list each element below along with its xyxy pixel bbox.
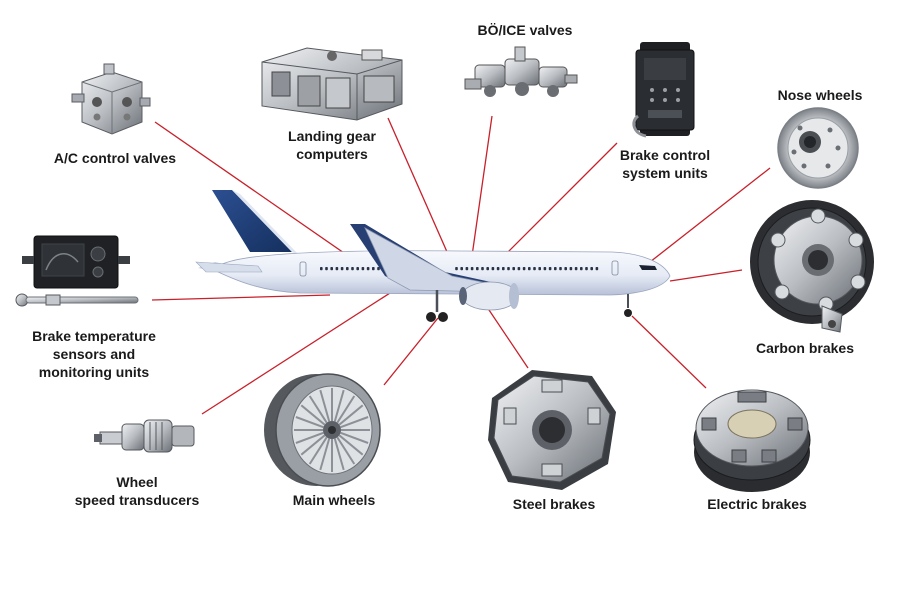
- nose-wheel-icon: [777, 107, 859, 189]
- cabin-window: [595, 267, 599, 271]
- cabin-window: [486, 267, 489, 271]
- leader-carbon-brakes: [669, 269, 743, 282]
- cabin-window: [455, 267, 458, 271]
- valve-block-icon: [71, 63, 151, 135]
- wheel-spoke: [319, 438, 331, 471]
- leader-electric-brakes: [631, 315, 707, 389]
- leader-boice-valves: [469, 115, 493, 271]
- cabin-window: [528, 267, 531, 271]
- cabin-window: [580, 267, 583, 271]
- label-wheel-speed-transducers: Wheel speed transducers: [74, 474, 200, 508]
- cabin-window: [533, 267, 536, 271]
- cabin-window: [361, 267, 365, 271]
- leader-landing-gear-computers: [387, 117, 456, 271]
- cabin-window: [346, 267, 349, 271]
- cabin-window: [340, 267, 344, 271]
- label-ac-control-valves: A/C control valves: [53, 150, 177, 166]
- temperature-monitor-icon: [22, 235, 130, 289]
- control-box-icon: [632, 42, 695, 138]
- cabin-window: [460, 267, 463, 271]
- wheel-spoke: [308, 395, 328, 424]
- cabin-window: [372, 267, 375, 271]
- cabin-window: [548, 267, 552, 271]
- wheel-spoke: [295, 431, 324, 444]
- label-brake-control-units: Brake control system units: [619, 147, 711, 181]
- leader-wheel-speed-transducers: [201, 283, 405, 415]
- label-brake-temp-sensors: Brake temperature sensors and monitoring…: [32, 328, 156, 380]
- wheel-spoke: [300, 404, 326, 426]
- leader-main-wheels: [383, 317, 439, 386]
- cabin-window: [564, 267, 567, 271]
- cabin-window: [330, 267, 333, 271]
- label-boice-valves: BÖ/ICE valves: [477, 22, 573, 38]
- cabin-window: [470, 267, 474, 271]
- cabin-window: [554, 267, 557, 271]
- cabin-window: [351, 267, 354, 271]
- wheel-spoke: [319, 389, 331, 422]
- leader-ac-control-valves: [154, 121, 358, 263]
- cabin-window: [356, 267, 359, 271]
- wheel-spoke: [338, 434, 364, 456]
- leader-nose-wheels: [649, 167, 771, 263]
- carbon-brake-icon: [750, 200, 874, 333]
- leader-steel-brakes: [486, 306, 529, 369]
- electric-brake-icon: [693, 389, 811, 492]
- wheel-spoke: [295, 416, 324, 429]
- wheel-spoke: [338, 404, 364, 426]
- wheel-spoke: [333, 438, 345, 471]
- temperature-probe-icon: [15, 293, 139, 307]
- leader-lines: [151, 115, 771, 415]
- wheel-spoke: [340, 431, 369, 444]
- wheel-spoke: [336, 436, 356, 465]
- cabin-window: [507, 267, 510, 271]
- valve-assembly-icon: [464, 46, 578, 97]
- cabin-window: [543, 267, 547, 271]
- cabin-window: [569, 267, 573, 271]
- cabin-window: [496, 267, 500, 271]
- label-landing-gear-computers: Landing gear computers: [288, 128, 376, 162]
- wheel-spoke: [340, 416, 369, 429]
- transducer-icon: [94, 419, 195, 453]
- wheel-spoke: [336, 395, 356, 424]
- leader-brake-temp-sensors: [151, 294, 331, 301]
- wheel-spoke: [308, 436, 328, 465]
- cabin-window: [590, 267, 593, 271]
- cabin-window: [377, 267, 380, 271]
- airliner-icon: [195, 190, 671, 322]
- steel-brake-icon: [488, 370, 616, 490]
- cabin-window: [559, 267, 562, 271]
- cabin-window: [320, 267, 323, 271]
- label-electric-brakes: Electric brakes: [707, 496, 807, 512]
- cabin-window: [574, 267, 578, 271]
- label-nose-wheels: Nose wheels: [777, 87, 863, 103]
- label-steel-brakes: Steel brakes: [512, 496, 596, 512]
- main-wheel-icon: [264, 373, 381, 487]
- cabin-window: [476, 267, 479, 271]
- cabin-window: [517, 267, 521, 271]
- label-main-wheels: Main wheels: [292, 492, 376, 508]
- computer-module-icon: [261, 47, 403, 121]
- cabin-window: [335, 267, 339, 271]
- label-carbon-brakes: Carbon brakes: [755, 340, 855, 356]
- cabin-window: [366, 267, 370, 271]
- cabin-window: [512, 267, 515, 271]
- cabin-window: [538, 267, 541, 271]
- cabin-window: [502, 267, 505, 271]
- cabin-window: [522, 267, 526, 271]
- cabin-window: [491, 267, 495, 271]
- cabin-window: [585, 267, 588, 271]
- cabin-window: [325, 267, 328, 271]
- wheel-spoke: [300, 434, 326, 456]
- wheel-spoke: [333, 389, 345, 422]
- cabin-window: [481, 267, 484, 271]
- cabin-window: [465, 267, 469, 271]
